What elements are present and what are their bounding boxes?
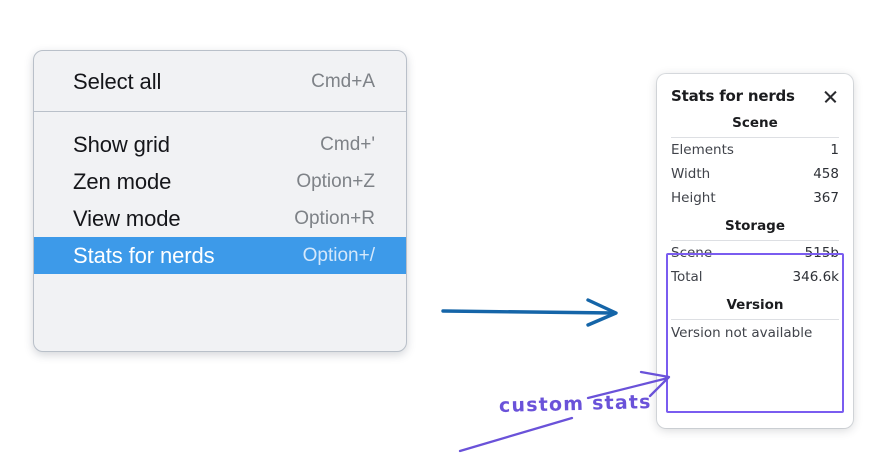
stats-row-height: Height 367 — [669, 186, 841, 210]
menu-item-stats-for-nerds[interactable]: Stats for nerds Option+/ — [34, 237, 406, 274]
stats-row-width: Width 458 — [669, 162, 841, 186]
menu-item-label: Select all — [73, 68, 162, 94]
handwritten-annotation-custom-stats: custom stats — [498, 391, 652, 417]
section-divider — [671, 240, 839, 241]
stats-row-label: Width — [671, 166, 711, 182]
stats-row-value: 346.6k — [792, 269, 839, 285]
stats-row-value: 515b — [804, 245, 839, 261]
stats-row-value: 367 — [813, 190, 839, 206]
menu-item-label: View mode — [73, 205, 181, 231]
section-divider — [671, 137, 839, 138]
menu-item-shortcut: Option+/ — [302, 245, 375, 266]
stats-row-label: Height — [671, 190, 716, 206]
canvas-context-menu[interactable]: Select all Cmd+A Show grid Cmd+' Zen mod… — [33, 50, 407, 352]
menu-item-zen-mode[interactable]: Zen mode Option+Z — [34, 163, 406, 200]
menu-item-show-grid[interactable]: Show grid Cmd+' — [34, 126, 406, 163]
stats-row-storage-total: Total 346.6k — [669, 265, 841, 289]
section-divider — [671, 319, 839, 320]
stats-row-storage-scene: Scene 515b — [669, 241, 841, 265]
stats-row-value: 458 — [813, 166, 839, 182]
stats-row-label: Elements — [671, 142, 734, 158]
version-not-available-text: Version not available — [671, 325, 813, 341]
stats-row-value: 1 — [830, 142, 839, 158]
menu-item-view-mode[interactable]: View mode Option+R — [34, 200, 406, 237]
menu-item-select-all[interactable]: Select all Cmd+A — [34, 63, 406, 100]
menu-item-label: Stats for nerds — [73, 242, 215, 268]
menu-item-shortcut: Cmd+' — [320, 134, 375, 155]
menu-item-label: Zen mode — [73, 168, 172, 194]
section-title-version: Version — [726, 297, 784, 313]
menu-item-shortcut: Option+Z — [296, 171, 375, 192]
menu-separator — [34, 111, 406, 112]
menu-item-shortcut: Option+R — [294, 208, 375, 229]
stats-row-label: Scene — [671, 245, 713, 261]
section-title-scene: Scene — [732, 115, 778, 131]
stats-row-elements: Elements 1 — [669, 138, 841, 162]
close-icon[interactable] — [822, 88, 839, 105]
stats-row-label: Total — [671, 269, 703, 285]
stats-panel-titlebar: Stats for nerds — [669, 84, 841, 107]
menu-item-shortcut: Cmd+A — [311, 71, 375, 92]
section-title-storage: Storage — [724, 218, 786, 234]
stats-for-nerds-panel[interactable]: Stats for nerds Scene Elements 1 Width 4… — [657, 74, 853, 428]
menu-item-label: Show grid — [73, 131, 170, 157]
stats-panel-title: Stats for nerds — [671, 87, 795, 105]
menu-footer-spacer — [34, 274, 406, 294]
menu-to-panel-arrow — [441, 298, 618, 327]
menu-group-edit: Select all Cmd+A — [34, 51, 406, 111]
label-underline-stroke — [458, 416, 574, 453]
menu-group-view: Show grid Cmd+' Zen mode Option+Z View m… — [34, 112, 406, 294]
